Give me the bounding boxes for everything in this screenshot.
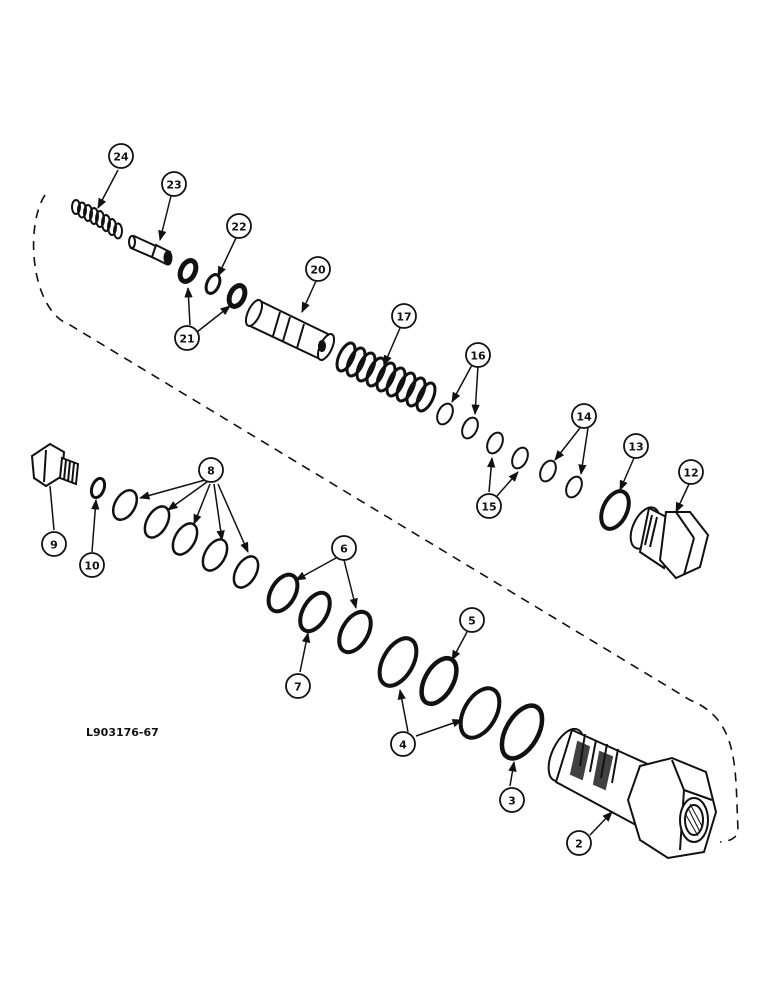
callouts — [41, 143, 704, 856]
part-4-backup-rings — [377, 636, 502, 740]
leader-22 — [217, 237, 237, 277]
part-16-shims — [436, 402, 479, 440]
part-2-cartridge-body — [547, 727, 718, 860]
callout-label-16: 16 — [470, 350, 486, 363]
part-17-spring — [335, 341, 437, 413]
leader-8d — [213, 483, 225, 542]
leader-21a — [184, 286, 193, 326]
leader-7 — [299, 631, 311, 673]
callout-20 — [305, 256, 331, 282]
leader-15b — [496, 471, 519, 497]
leader-8e — [217, 483, 249, 553]
callout-label-3: 3 — [508, 795, 516, 808]
part-21-backup-ring-a — [177, 258, 199, 284]
callout-label-10: 10 — [84, 560, 100, 573]
callout-12 — [678, 459, 704, 485]
leader-24 — [97, 169, 119, 209]
part-3-o-ring — [499, 703, 545, 761]
leader-lines — [49, 169, 690, 836]
part-20-spool — [244, 298, 336, 362]
callout-label-12: 12 — [683, 467, 698, 480]
part-24-spring — [71, 199, 123, 240]
leader-3 — [508, 760, 517, 787]
callout-label-5: 5 — [468, 615, 476, 628]
leader-23 — [158, 195, 172, 242]
callout-label-7: 7 — [294, 681, 302, 694]
callout-labels: 24 23 22 21 20 17 16 15 14 13 12 9 10 8 … — [50, 151, 698, 851]
callout-label-2: 2 — [575, 838, 583, 851]
callout-23 — [161, 171, 187, 197]
leader-20 — [301, 280, 317, 313]
part-12-plug — [629, 506, 710, 580]
part-15-shims — [486, 431, 529, 470]
part-22-o-ring — [204, 273, 222, 295]
leader-9 — [49, 485, 55, 531]
leader-13 — [619, 457, 635, 491]
leader-8a — [138, 479, 206, 500]
part-14-shims — [539, 459, 583, 499]
leader-5 — [451, 631, 468, 661]
leader-15a — [486, 456, 496, 493]
callout-label-21: 21 — [179, 333, 194, 346]
part-5-o-ring — [419, 655, 459, 707]
callout-7 — [285, 673, 311, 699]
part-6-backup-rings — [266, 572, 373, 655]
callout-14 — [571, 403, 597, 429]
leader-10 — [91, 498, 100, 553]
part-13-o-ring — [599, 489, 631, 531]
leader-6a — [295, 557, 337, 581]
callout-3 — [499, 787, 525, 813]
callout-10 — [79, 552, 105, 578]
part-8-shims — [111, 489, 260, 589]
callout-2 — [566, 830, 592, 856]
part-7-o-ring — [298, 590, 332, 634]
leader-12 — [675, 483, 690, 513]
callout-13 — [623, 433, 649, 459]
callout-label-13: 13 — [628, 441, 643, 454]
leader-4b — [415, 719, 463, 737]
part-21-backup-ring-b — [226, 283, 248, 309]
leader-8c — [193, 483, 211, 525]
callout-24 — [108, 143, 134, 169]
callout-label-24: 24 — [113, 151, 129, 164]
callout-label-23: 23 — [166, 179, 181, 192]
callout-label-9: 9 — [50, 539, 58, 552]
part-9-plug — [30, 442, 80, 488]
callout-label-8: 8 — [207, 465, 215, 478]
part-23-poppet — [128, 234, 173, 266]
callout-label-15: 15 — [481, 501, 496, 514]
assembly-boundary — [32, 194, 739, 843]
leader-6b — [343, 559, 358, 610]
callout-label-22: 22 — [231, 221, 246, 234]
leader-4a — [397, 688, 409, 733]
callout-9 — [41, 531, 67, 557]
callout-label-14: 14 — [576, 411, 592, 424]
callout-16 — [465, 342, 491, 368]
leader-2 — [589, 811, 613, 836]
leader-14b — [578, 427, 589, 476]
callout-4 — [390, 731, 416, 757]
callout-15 — [476, 493, 502, 519]
callout-6 — [331, 535, 357, 561]
leader-16b — [471, 365, 480, 416]
figure-reference-code: L903176-67 — [86, 726, 159, 739]
callout-label-20: 20 — [310, 264, 326, 277]
leader-8b — [167, 481, 208, 511]
callout-8 — [198, 457, 224, 483]
callout-label-4: 4 — [399, 739, 407, 752]
callout-label-17: 17 — [396, 311, 411, 324]
callout-label-6: 6 — [340, 543, 348, 556]
callout-21 — [174, 325, 200, 351]
leader-14a — [554, 427, 581, 461]
callout-17 — [391, 303, 417, 329]
leader-16a — [451, 364, 473, 403]
callout-5 — [459, 607, 485, 633]
leader-21b — [196, 305, 231, 333]
callout-22 — [226, 213, 252, 239]
part-10-o-ring — [89, 476, 107, 500]
leader-17 — [383, 327, 401, 366]
